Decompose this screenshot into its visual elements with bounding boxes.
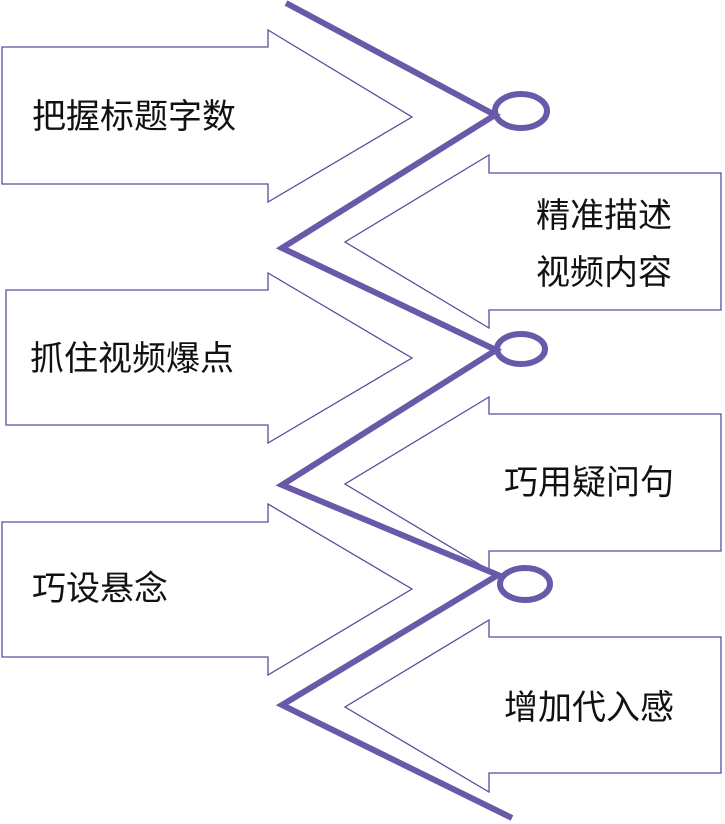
zigzag-connector-line bbox=[275, 0, 514, 821]
step-label-4: 巧用疑问句 bbox=[504, 463, 674, 503]
connector-loop-1 bbox=[492, 91, 550, 131]
connector-loop-2 bbox=[494, 331, 548, 367]
step-label-5: 巧设悬念 bbox=[32, 569, 168, 609]
step-label-2-line-2: 视频内容 bbox=[536, 253, 672, 293]
step-label-2-line-1: 精准描述 bbox=[536, 196, 672, 236]
step-label-3: 抓住视频爆点 bbox=[30, 339, 234, 379]
step-arrow-3 bbox=[5, 271, 414, 445]
step-label-6: 增加代入感 bbox=[504, 688, 674, 728]
step-arrow-2 bbox=[343, 153, 722, 330]
step-arrow-5 bbox=[1, 502, 414, 677]
step-arrow-6 bbox=[343, 618, 722, 794]
connector-loop-3 bbox=[497, 565, 553, 603]
step-label-1: 把握标题字数 bbox=[32, 97, 236, 137]
step-arrow-1 bbox=[1, 28, 414, 204]
step-arrow-4 bbox=[343, 395, 722, 572]
